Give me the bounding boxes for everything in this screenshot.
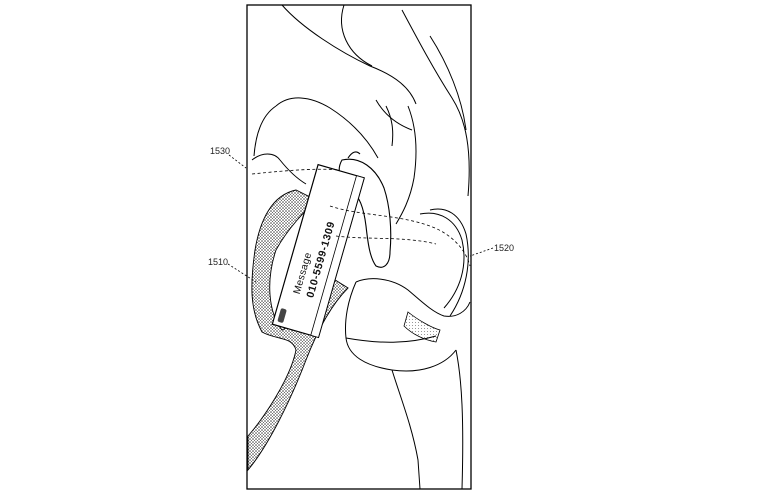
- body-outlines: [251, 4, 470, 225]
- label-finger: 1520: [494, 243, 514, 253]
- thumb-outline: [345, 208, 471, 490]
- shaded-thumb-band: [403, 311, 441, 343]
- label-hand: 1510: [208, 257, 228, 267]
- device-group: Message 010-5599-1309: [271, 163, 365, 339]
- leader-lines: [227, 154, 494, 283]
- figure-frame: [246, 4, 472, 490]
- dashed-lines: [251, 168, 471, 267]
- label-display: 1530: [210, 146, 230, 156]
- device-brand-mark: [277, 308, 287, 323]
- device-edge: [310, 175, 365, 338]
